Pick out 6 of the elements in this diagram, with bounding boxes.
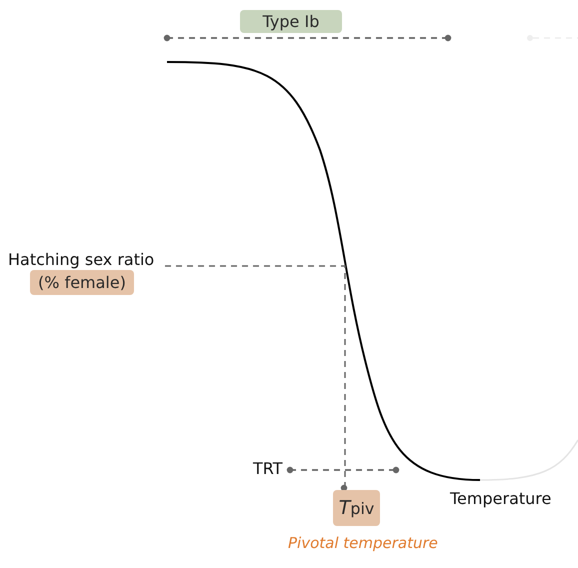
axis-label: Temperature [450,489,552,508]
unit-badge: (% female) [30,270,134,295]
node-label: Hatching sex ratio [8,250,154,269]
category-badge: Type Ib [240,10,342,33]
axis-label: TRT [253,459,282,478]
node-label: Pivotal temperature [288,534,438,552]
